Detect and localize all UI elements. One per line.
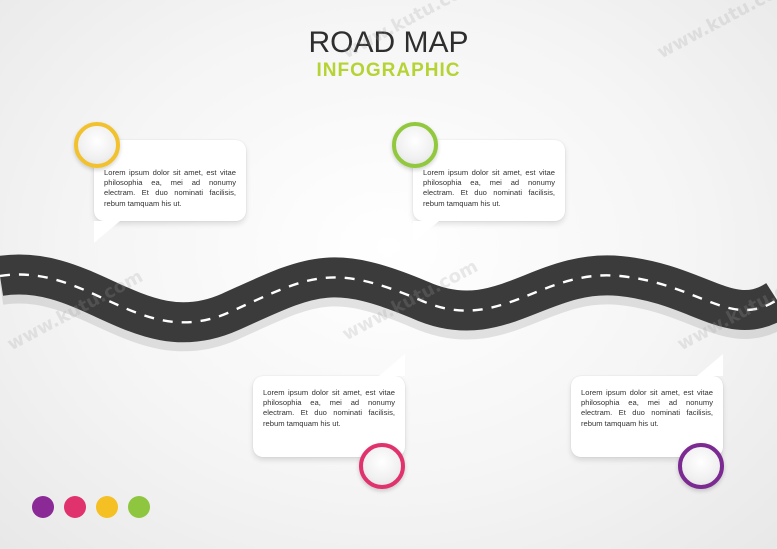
legend-dot-yellow — [96, 496, 118, 518]
step-marker-2 — [392, 122, 438, 168]
step-card-1: Lorem ipsum dolor sit amet, est vitae ph… — [94, 140, 246, 243]
legend-dot-purple — [32, 496, 54, 518]
step-text-3: Lorem ipsum dolor sit amet, est vitae ph… — [263, 388, 395, 428]
step-card-2: Lorem ipsum dolor sit amet, est vitae ph… — [413, 140, 565, 243]
step-marker-3 — [359, 443, 405, 489]
road-asphalt — [0, 254, 777, 343]
card-tail — [413, 220, 439, 243]
card-tail — [379, 354, 405, 376]
step-text-2: Lorem ipsum dolor sit amet, est vitae ph… — [423, 168, 555, 208]
color-legend — [32, 496, 150, 518]
legend-dot-green — [128, 496, 150, 518]
step-marker-1 — [74, 122, 120, 168]
page-subtitle: INFOGRAPHIC — [316, 60, 461, 81]
legend-dot-pink — [64, 496, 86, 518]
page-title: ROAD MAP — [308, 26, 469, 59]
step-text-4: Lorem ipsum dolor sit amet, est vitae ph… — [581, 388, 713, 428]
card-tail — [94, 220, 120, 243]
step-marker-4 — [678, 443, 724, 489]
card-tail — [697, 354, 723, 376]
step-text-1: Lorem ipsum dolor sit amet, est vitae ph… — [104, 168, 236, 208]
